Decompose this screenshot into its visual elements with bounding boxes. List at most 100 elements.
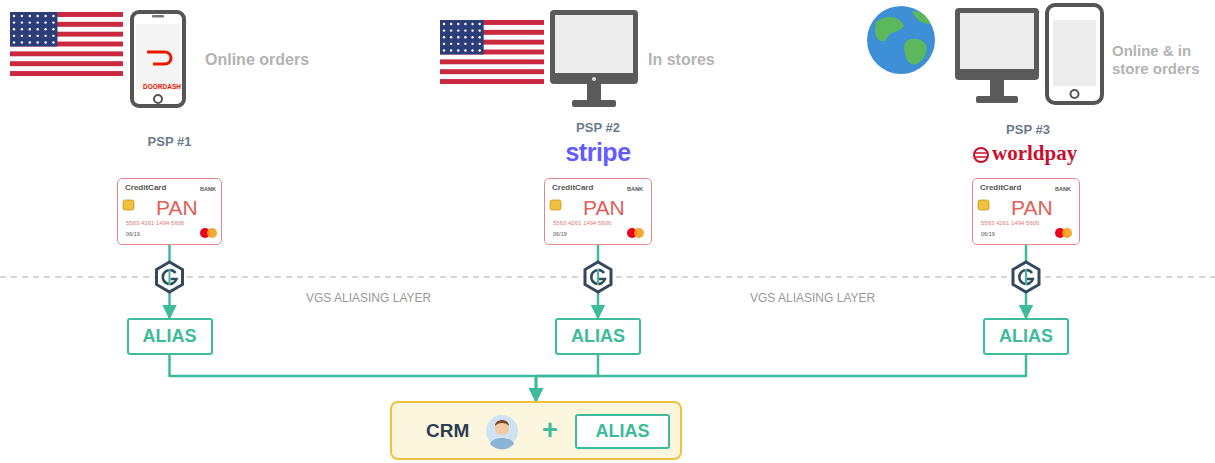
psp-label: PSP #1 <box>148 134 192 150</box>
us-flag <box>450 36 452 38</box>
layer-line <box>0 276 1215 278</box>
us-flag <box>44 41 46 43</box>
us-flag <box>440 79 544 84</box>
us-flag <box>450 43 452 45</box>
us-flag <box>471 29 473 31</box>
us-flag <box>443 49 445 51</box>
us-flag <box>464 29 466 31</box>
us-flag <box>36 28 38 30</box>
us-flag <box>52 21 54 23</box>
us-flag <box>457 49 459 51</box>
us-flag <box>29 15 31 17</box>
us-flag <box>464 23 466 25</box>
us-flag <box>10 12 123 76</box>
globe-icon <box>904 39 927 65</box>
us-flag <box>52 28 54 30</box>
us-flag <box>440 59 544 64</box>
us-flag <box>21 15 23 17</box>
us-flag <box>440 20 484 54</box>
vgs-icon <box>585 262 611 292</box>
flow-connector <box>536 355 598 401</box>
card-art <box>634 228 644 238</box>
card-text: PAN <box>583 196 625 219</box>
person-avatar <box>486 415 518 447</box>
us-flag <box>52 41 54 43</box>
card-text: 5563 4261 1494 5606 <box>553 220 611 227</box>
phone-device <box>136 15 180 103</box>
us-flag <box>440 20 544 84</box>
us-flag <box>44 35 46 37</box>
us-flag <box>44 15 46 17</box>
alias-box-text: ALIAS <box>571 327 625 347</box>
person-avatar <box>486 415 518 449</box>
worldpay-logo <box>974 148 988 162</box>
channel-label: In stores <box>648 50 715 69</box>
us-flag <box>10 61 123 66</box>
alias-box: ALIAS <box>555 318 641 355</box>
us-flag <box>10 32 123 37</box>
crm-box: CRM+ALIAS <box>390 401 682 460</box>
globe-icon <box>867 6 935 74</box>
flow-connector <box>170 355 537 401</box>
us-flag <box>478 49 480 51</box>
us-flag <box>471 49 473 51</box>
card-text: 06/19 <box>553 231 567 237</box>
channel-label: Online & in store orders <box>1112 42 1210 78</box>
vgs-icon <box>157 262 183 292</box>
us-flag <box>21 35 23 37</box>
monitor-device <box>587 84 601 100</box>
worldpay-logo: worldpay <box>992 141 1077 166</box>
layer-label: VGS ALIASING LAYER <box>306 291 431 305</box>
flow-connector <box>168 245 171 318</box>
us-flag <box>478 23 480 25</box>
us-flag <box>36 21 38 23</box>
card-art <box>1055 228 1065 238</box>
channel-label: Online orders <box>205 50 309 69</box>
us-flag <box>471 36 473 38</box>
card-text: CreditCard <box>552 184 593 193</box>
us-flag <box>478 29 480 31</box>
phone-device: DOORDASH <box>130 10 186 108</box>
layer-label: VGS ALIASING LAYER <box>750 291 875 305</box>
phone-device <box>1047 5 1102 103</box>
us-flag <box>21 41 23 43</box>
us-flag <box>10 12 57 46</box>
us-flag <box>29 21 31 23</box>
us-flag <box>52 15 54 17</box>
us-flag <box>464 36 466 38</box>
us-flag <box>10 71 123 76</box>
us-flag <box>36 41 38 43</box>
globe-icon <box>875 17 904 41</box>
us-flag <box>440 69 544 74</box>
phone-device <box>152 15 164 18</box>
monitor-device <box>955 8 1039 103</box>
phone-device <box>1047 5 1102 103</box>
us-flag <box>443 43 445 45</box>
psp-label: PSP #2 <box>576 120 620 136</box>
globe-icon <box>912 12 930 24</box>
monitor-device <box>976 96 1018 103</box>
credit-card: CreditCardBANKPAN5563 4261 1494 560606/1… <box>972 178 1080 245</box>
us-flag <box>13 21 15 23</box>
card-art <box>1062 228 1072 238</box>
phone-device <box>136 24 180 90</box>
us-flag <box>29 35 31 37</box>
person-avatar <box>495 420 509 426</box>
us-flag <box>478 36 480 38</box>
card-text: 06/19 <box>981 231 995 237</box>
person-avatar <box>495 421 509 435</box>
us-flag <box>10 42 123 47</box>
us-flag <box>457 23 459 25</box>
us-flag <box>36 35 38 37</box>
crm-box-text: + <box>542 416 558 446</box>
us-flag <box>440 20 544 84</box>
card-art <box>978 200 989 210</box>
us-flag <box>457 29 459 31</box>
credit-card: CreditCardBANKPAN5563 4261 1494 560606/1… <box>544 178 652 245</box>
us-flag <box>21 21 23 23</box>
card-text: CreditCard <box>125 184 166 193</box>
us-flag <box>440 30 544 35</box>
card-art <box>200 228 210 238</box>
us-flag <box>29 28 31 30</box>
us-flag <box>450 49 452 51</box>
